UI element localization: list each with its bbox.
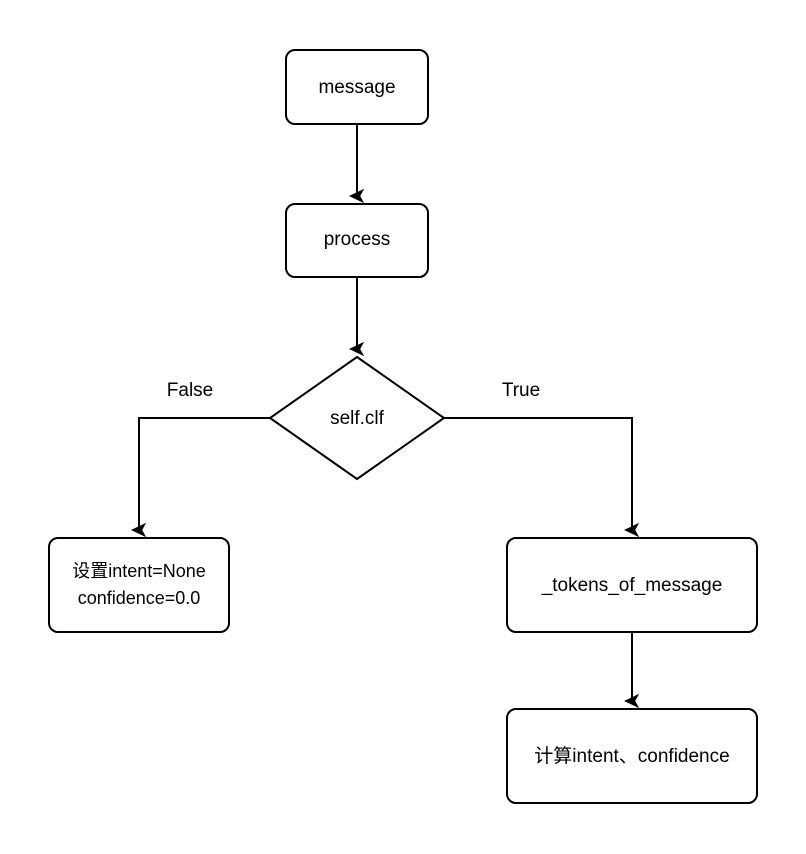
node-compute-intent-confidence-shape[interactable]	[506, 708, 758, 804]
edge-self-clf-true	[444, 417, 640, 538]
node-tokens-of-message-shape[interactable]	[506, 537, 758, 633]
node-set-intent-none-shape[interactable]	[48, 537, 230, 633]
node-process-shape[interactable]	[285, 203, 429, 278]
edge-self-clf-false	[130, 417, 270, 538]
node-self-clf-shape[interactable]	[268, 355, 446, 481]
node-message-shape[interactable]	[285, 49, 429, 125]
